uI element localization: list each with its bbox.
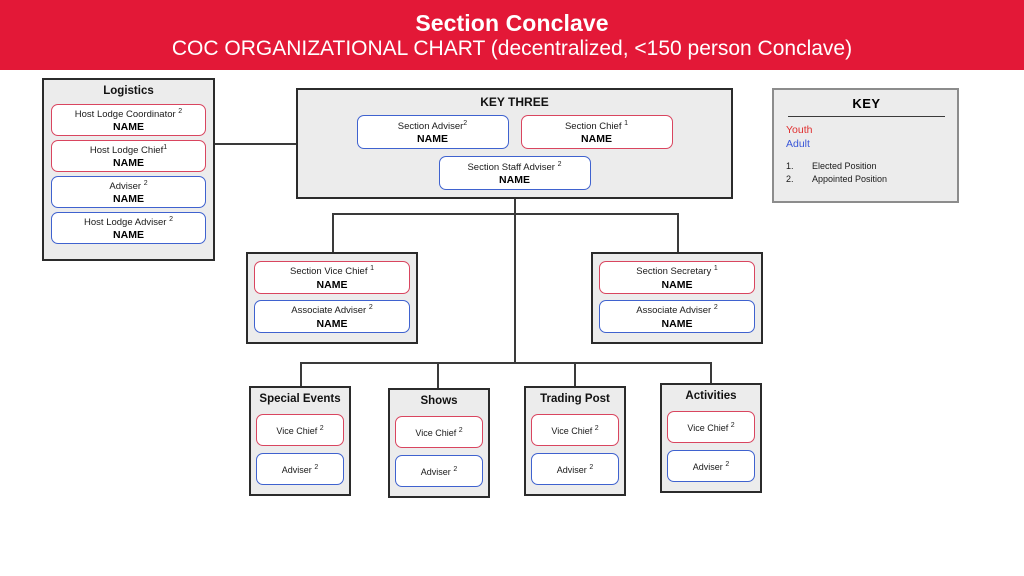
committee-vice-chief[interactable]: Vice Chief 2 <box>395 416 483 448</box>
committee-adviser[interactable]: Adviser 2 <box>531 453 619 485</box>
committee-vice-chief[interactable]: Vice Chief 2 <box>667 411 755 443</box>
key-three-row-1: Section Adviser2 NAME Section Chief 1 NA… <box>298 115 731 149</box>
role-label: Adviser 2 <box>692 461 730 472</box>
committee-trading-post: Trading Post Vice Chief 2 Adviser 2 <box>524 386 626 496</box>
key-legend-divider <box>788 116 945 117</box>
header-band: Section Conclave COC ORGANIZATIONAL CHAR… <box>0 0 1024 70</box>
page-title: Section Conclave <box>415 10 609 36</box>
logistics-group: Logistics Host Lodge Coordinator 2 NAME … <box>42 78 215 261</box>
key-three-section-adviser[interactable]: Section Adviser2 NAME <box>356 115 509 149</box>
role-label: Associate Adviser 2 <box>636 304 718 317</box>
connector-drop-special-events <box>300 362 302 386</box>
note-text: Elected Position <box>812 161 877 171</box>
person-name: NAME <box>417 133 448 146</box>
key-legend-youth-label: Youth <box>786 124 813 136</box>
committee-vice-chief[interactable]: Vice Chief 2 <box>531 414 619 446</box>
logistics-member-host-lodge-chief[interactable]: Host Lodge Chief1 NAME <box>51 140 206 172</box>
role-label: Vice Chief 2 <box>551 425 599 436</box>
committee-adviser[interactable]: Adviser 2 <box>395 455 483 487</box>
committee-title: Activities <box>685 390 737 402</box>
role-label: Adviser 2 <box>556 464 594 475</box>
person-name: NAME <box>113 229 144 242</box>
key-legend-title: KEY <box>852 96 881 111</box>
connector-drop-vicechief <box>332 213 334 252</box>
person-name: NAME <box>113 193 144 206</box>
committee-shows: Shows Vice Chief 2 Adviser 2 <box>388 388 490 498</box>
vice-chief-associate-adviser[interactable]: Associate Adviser 2 NAME <box>254 300 410 333</box>
role-label: Associate Adviser 2 <box>291 304 373 317</box>
role-label: Adviser 2 <box>420 466 458 477</box>
role-label: Section Adviser2 <box>397 119 468 133</box>
page-subtitle: COC ORGANIZATIONAL CHART (decentralized,… <box>171 37 853 60</box>
role-label: Section Vice Chief 1 <box>290 265 374 278</box>
role-label: Section Secretary 1 <box>636 265 718 278</box>
role-label: Adviser 2 <box>109 179 148 193</box>
key-three-row-2: Section Staff Adviser 2 NAME <box>298 156 731 190</box>
role-label: Host Lodge Chief1 <box>89 143 168 157</box>
person-name: NAME <box>499 174 530 187</box>
key-legend-notes: 1. Elected Position 2. Appointed Positio… <box>786 160 947 186</box>
section-vice-chief[interactable]: Section Vice Chief 1 NAME <box>254 261 410 294</box>
logistics-title: Logistics <box>103 85 154 97</box>
committee-vice-chief[interactable]: Vice Chief 2 <box>256 414 344 446</box>
role-label: Vice Chief 2 <box>415 427 463 438</box>
key-legend-note: 2. Appointed Position <box>786 173 947 186</box>
role-label: Vice Chief 2 <box>276 425 324 436</box>
role-label: Section Chief 1 <box>564 119 629 133</box>
committee-title: Trading Post <box>540 393 610 405</box>
connector-drop-secretary <box>677 213 679 252</box>
secretary-associate-adviser[interactable]: Associate Adviser 2 NAME <box>599 300 755 333</box>
note-text: Appointed Position <box>812 174 888 184</box>
logistics-member-adviser[interactable]: Adviser 2 NAME <box>51 176 206 208</box>
role-label: Host Lodge Coordinator 2 <box>74 107 183 121</box>
connector-middle-bar <box>332 213 678 215</box>
person-name: NAME <box>113 121 144 134</box>
logistics-member-host-lodge-adviser[interactable]: Host Lodge Adviser 2 NAME <box>51 212 206 244</box>
role-label: Adviser 2 <box>281 464 319 475</box>
committee-adviser[interactable]: Adviser 2 <box>667 450 755 482</box>
section-secretary-group: Section Secretary 1 NAME Associate Advis… <box>591 252 763 344</box>
committee-title: Special Events <box>259 393 341 405</box>
role-label: Host Lodge Adviser 2 <box>84 215 173 229</box>
connector-logistics-keythree <box>215 143 296 145</box>
connector-bottom-bar <box>300 362 711 364</box>
section-secretary[interactable]: Section Secretary 1 NAME <box>599 261 755 294</box>
committee-activities: Activities Vice Chief 2 Adviser 2 <box>660 383 762 493</box>
person-name: NAME <box>316 317 348 330</box>
connector-drop-activities <box>710 362 712 383</box>
committee-special-events: Special Events Vice Chief 2 Adviser 2 <box>249 386 351 496</box>
key-three-section-staff-adviser[interactable]: Section Staff Adviser 2 NAME <box>438 156 591 190</box>
note-number: 1. <box>786 161 794 171</box>
key-legend-note: 1. Elected Position <box>786 160 947 173</box>
connector-keythree-stem <box>514 199 516 362</box>
person-name: NAME <box>581 133 612 146</box>
committee-title: Shows <box>420 395 458 407</box>
role-label: Section Staff Adviser 2 <box>467 160 562 174</box>
connector-drop-trading-post <box>574 362 576 386</box>
section-vice-chief-group: Section Vice Chief 1 NAME Associate Advi… <box>246 252 418 344</box>
key-legend-box: KEY Youth Adult 1. Elected Position 2. A… <box>772 88 959 203</box>
person-name: NAME <box>113 157 144 170</box>
key-three-section-chief[interactable]: Section Chief 1 NAME <box>520 115 673 149</box>
logistics-member-host-lodge-coordinator[interactable]: Host Lodge Coordinator 2 NAME <box>51 104 206 136</box>
person-name: NAME <box>661 278 693 291</box>
person-name: NAME <box>661 317 693 330</box>
committee-adviser[interactable]: Adviser 2 <box>256 453 344 485</box>
key-legend-adult-label: Adult <box>786 138 810 150</box>
role-label: Vice Chief 2 <box>687 422 735 433</box>
key-three-group: KEY THREE Section Adviser2 NAME Section … <box>296 88 733 199</box>
key-three-title: KEY THREE <box>480 95 549 109</box>
note-number: 2. <box>786 174 794 184</box>
connector-drop-shows <box>437 362 439 388</box>
person-name: NAME <box>316 278 348 291</box>
